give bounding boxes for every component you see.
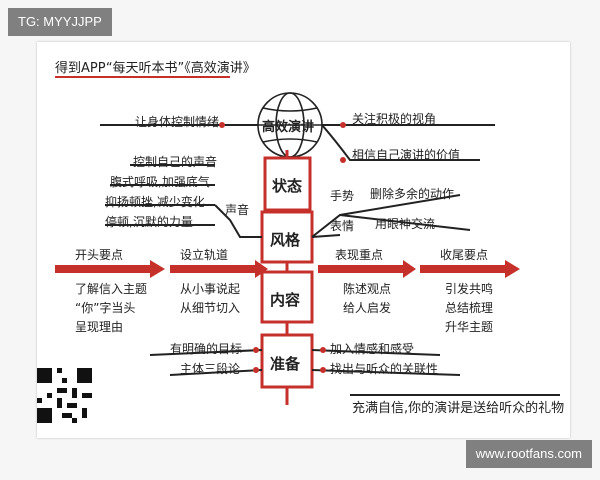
right-top-1: 关注积极的视角 — [352, 112, 437, 126]
stage-content: 内容 — [270, 291, 301, 309]
closing-item-1: 引发共鸣 — [445, 282, 494, 296]
prep-left-2: 主体三段论 — [180, 362, 241, 376]
stage-state: 状态 — [272, 177, 303, 195]
opening-item-2: “你”字当头 — [75, 301, 136, 315]
prep-right-2: 找出与听众的关联性 — [330, 362, 439, 376]
left-top-text: 让身体控制情绪 — [135, 115, 220, 129]
track-item-2: 从细节切入 — [180, 301, 241, 315]
watermark-bottom: www.rootfans.com — [465, 440, 592, 468]
arrow-label-track: 设立轨道 — [180, 248, 229, 262]
expression-label: 表情 — [330, 219, 355, 233]
stage-prepare: 准备 — [270, 355, 301, 373]
closing-item-2: 总结梳理 — [445, 301, 494, 315]
arrow-label-closing: 收尾要点 — [440, 248, 489, 262]
gesture-label: 手势 — [330, 189, 355, 203]
arrow-label-opening: 开头要点 — [75, 248, 124, 262]
gesture-item-2: 用眼神交流 — [375, 217, 436, 231]
tagline: 充满自信,你的演讲是送给听众的礼物 — [352, 401, 565, 416]
opening-item-3: 呈现理由 — [75, 320, 124, 334]
prep-left-1: 有明确的目标 — [170, 342, 243, 356]
source-title: 得到APP“每天听本书”《高效演讲》 — [55, 61, 256, 76]
voice-item-4: 停顿,沉默的力量 — [105, 215, 193, 229]
prep-right-1: 加入情感和感受 — [330, 342, 415, 356]
voice-item-1: 控制自己的声音 — [133, 155, 218, 169]
center-topic: 高效演讲 — [262, 120, 315, 135]
track-item-1: 从小事说起 — [180, 282, 241, 296]
closing-item-3: 升华主题 — [445, 320, 494, 334]
opening-item-1: 了解信入主题 — [75, 282, 148, 296]
voice-item-3: 抑扬顿挫,减少变化 — [105, 195, 205, 209]
voice-label: 声音 — [225, 203, 250, 217]
points-item-1: 陈述观点 — [343, 282, 392, 296]
gesture-item-1: 删除多余的动作 — [370, 187, 455, 201]
stage-style: 风格 — [270, 231, 301, 249]
right-top-2: 相信自己演讲的价值 — [352, 148, 461, 162]
points-item-2: 给人启发 — [343, 301, 392, 315]
watermark-top: TG: MYYJJPP — [8, 8, 112, 36]
arrow-label-points: 表现重点 — [335, 248, 384, 262]
qr-code-icon — [37, 368, 92, 423]
voice-item-2: 腹式呼吸,加强底气 — [110, 175, 210, 189]
